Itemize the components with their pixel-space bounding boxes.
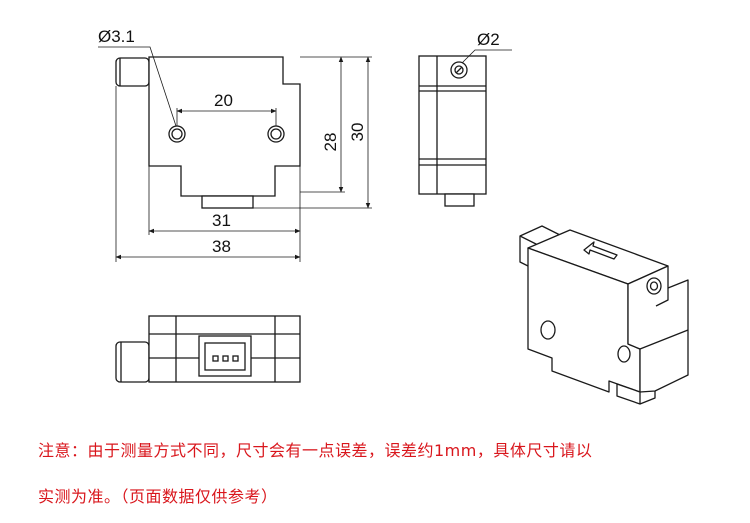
front-dimensions bbox=[98, 46, 372, 262]
side-bottom-connector bbox=[444, 193, 475, 207]
dim-hole-dia-side: Ø2 bbox=[477, 30, 500, 49]
iso-right-face bbox=[627, 265, 689, 393]
front-bottom-connector bbox=[201, 195, 254, 209]
dim-width-inner: 31 bbox=[212, 211, 231, 230]
dim-height-outer: 30 bbox=[348, 123, 367, 142]
front-view bbox=[115, 56, 301, 209]
iso-direction-arrow bbox=[583, 241, 618, 260]
dim-height-inner: 28 bbox=[321, 133, 340, 152]
dim-hole-dia-front: Ø3.1 bbox=[98, 27, 135, 46]
side-view bbox=[418, 55, 487, 207]
measurement-note-line-1: 注意：由于测量方式不同，尺寸会有一点误差，误差约1mm，具体尺寸请以 bbox=[38, 441, 593, 460]
side-body-outline bbox=[418, 55, 487, 195]
side-dimensions bbox=[461, 49, 512, 64]
front-body-outline bbox=[148, 56, 301, 197]
dim-width-outer: 38 bbox=[212, 237, 231, 256]
front-connector-stub bbox=[115, 57, 150, 87]
dim-hole-spacing: 20 bbox=[214, 91, 233, 110]
iso-side-hole-inner bbox=[649, 281, 659, 291]
iso-hole-left bbox=[540, 320, 556, 340]
measurement-note-line-2: 实测为准。（页面数据仅供参考） bbox=[38, 487, 278, 506]
isometric-view bbox=[519, 225, 689, 405]
bottom-view bbox=[115, 315, 301, 383]
iso-hole-right bbox=[617, 345, 631, 363]
